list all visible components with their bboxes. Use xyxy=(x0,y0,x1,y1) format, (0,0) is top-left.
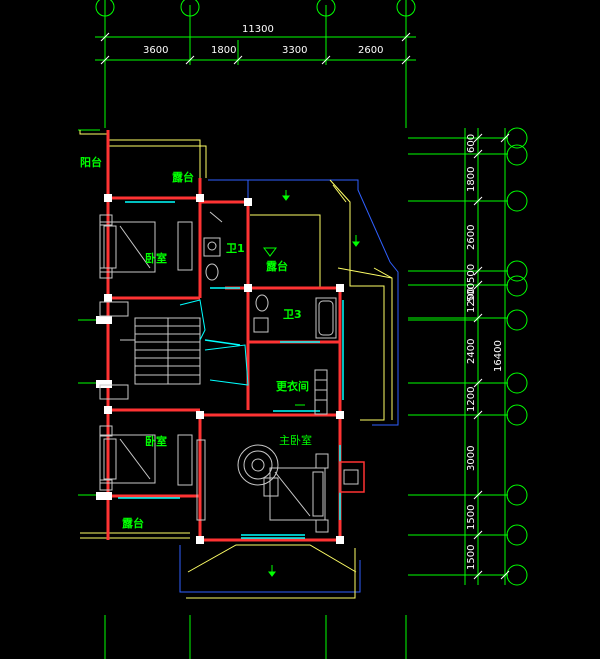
wc3-fixtures xyxy=(253,294,337,339)
room-label-wc3: 卫3 xyxy=(283,308,302,321)
right-dimension-6: 500 xyxy=(466,283,477,302)
top-dimension-2: 1800 xyxy=(211,45,236,56)
right-dimension-3: 2600 xyxy=(466,225,477,250)
bottom-axis-lines xyxy=(104,615,407,659)
terrace-marker xyxy=(263,247,277,257)
right-axis-grid xyxy=(408,127,528,586)
wall-junctions xyxy=(96,194,344,544)
right-dimension-4: 500 xyxy=(466,264,477,283)
top-axis-ticks xyxy=(100,32,411,65)
top-dimension-1: 3600 xyxy=(143,45,168,56)
right-axis-ticks xyxy=(473,133,510,580)
right-dimension-1: 600 xyxy=(466,134,477,153)
room-label-terrace-bottom: 露台 xyxy=(122,516,144,530)
room-label-master-bedroom: 主卧室 xyxy=(279,433,312,447)
right-dimension-2: 1800 xyxy=(466,167,477,192)
top-dimension-4: 2600 xyxy=(358,45,383,56)
lower-bedroom-furniture xyxy=(99,384,193,491)
master-bedroom-furniture xyxy=(196,439,359,533)
direction-arrows xyxy=(268,190,360,577)
room-label-bedroom-lower: 卧室 xyxy=(145,434,167,448)
walls xyxy=(106,130,342,542)
yellow-balcony-lines xyxy=(79,130,393,599)
right-dimension-8: 1200 xyxy=(466,387,477,412)
room-label-balcony: 阳台 xyxy=(80,155,102,169)
right-total-dimension: 16400 xyxy=(493,340,504,372)
room-label-terrace-mid: 露台 xyxy=(266,259,288,273)
top-axis-grid xyxy=(95,0,416,128)
wc1-fixtures xyxy=(203,211,223,281)
room-label-wc1: 卫1 xyxy=(226,242,245,255)
right-dimension-9: 3000 xyxy=(466,446,477,471)
left-axis-lines xyxy=(78,129,100,496)
room-label-terrace-top: 露台 xyxy=(172,170,194,184)
right-dimension-11: 1500 xyxy=(466,545,477,570)
top-dimension-3: 3300 xyxy=(282,45,307,56)
upper-bedroom-furniture xyxy=(99,214,193,317)
staircase xyxy=(120,317,201,385)
master-wardrobe-red xyxy=(339,461,365,493)
stair-landing xyxy=(179,299,249,386)
room-label-dressing-room: 更衣间 xyxy=(276,379,309,393)
top-total-dimension: 11300 xyxy=(242,24,274,35)
right-dimension-5: 1200 xyxy=(466,288,477,313)
room-label-bedroom-upper: 卧室 xyxy=(145,251,167,265)
right-dimension-10: 1500 xyxy=(466,505,477,530)
dressing-room-fixtures xyxy=(314,369,328,415)
right-dimension-7: 2400 xyxy=(466,339,477,364)
